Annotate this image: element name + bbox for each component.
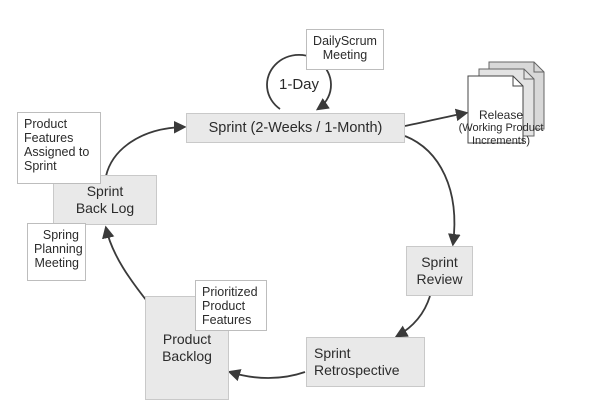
sprint-node: Sprint (2-Weeks / 1-Month) xyxy=(186,113,405,143)
arrow-sprint-to-review xyxy=(404,135,461,247)
release-detail: (Working Product Increments) xyxy=(458,122,544,147)
arrow-backlog-to-sprint-backlog xyxy=(102,225,151,306)
spring-planning-meeting-note: Spring Planning Meeting xyxy=(27,223,86,281)
sprint-retrospective-node: Sprint Retrospective xyxy=(306,337,425,387)
arrow-sprint-backlog-to-sprint xyxy=(105,120,187,177)
arrow-retrospective-to-backlog xyxy=(227,369,306,382)
prioritized-product-features-note: Prioritized Product Features xyxy=(195,280,267,331)
arrow-review-to-retrospective xyxy=(394,295,431,338)
arrow-sprint-to-release xyxy=(404,108,469,127)
daily-cycle-label: 1-Day xyxy=(278,76,319,93)
product-features-assigned-note: Product Features Assigned to Sprint xyxy=(17,112,101,184)
sprint-review-node: Sprint Review xyxy=(406,246,473,296)
daily-cycle-loop xyxy=(266,54,332,111)
sprint-backlog-node: Sprint Back Log xyxy=(53,175,157,225)
release-documents-icon xyxy=(467,61,545,144)
release-title: Release xyxy=(478,108,524,122)
daily-scrum-meeting-note: DailyScrum Meeting xyxy=(306,29,384,70)
release-label: Release (Working Product Increments) xyxy=(451,109,551,151)
